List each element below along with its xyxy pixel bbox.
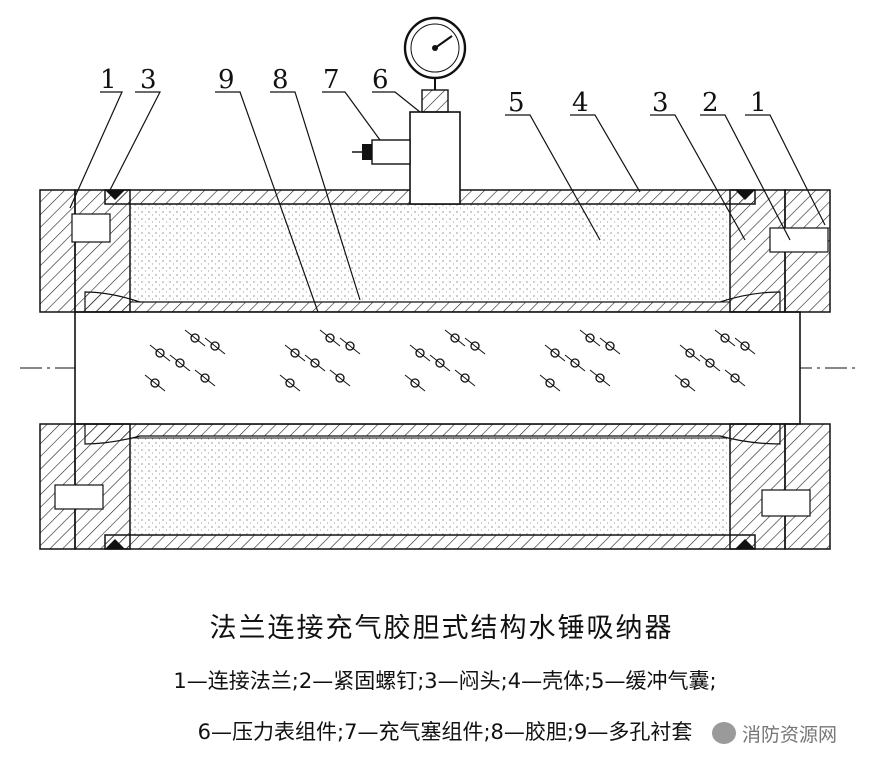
part-label-3-left: 3 <box>140 65 157 95</box>
liner-hole-mark <box>444 329 466 347</box>
liner-hole-mark <box>319 329 341 347</box>
part-label-3-right: 3 <box>652 88 669 118</box>
liner-hole-mark <box>409 344 431 362</box>
liner-hole-mark <box>144 374 166 392</box>
liner-hole-mark <box>539 374 561 392</box>
liner-hole-mark <box>679 344 701 362</box>
liner-hole-mark <box>329 369 351 387</box>
liner-hole-mark <box>194 369 216 387</box>
watermark-text: 消防资源网 <box>742 723 838 746</box>
liner-hole-mark <box>599 337 621 355</box>
liner-hole-mark <box>699 354 721 372</box>
part-label-1-right: 1 <box>750 88 767 118</box>
air-bag-top <box>129 203 731 303</box>
liner-hole-mark <box>579 329 601 347</box>
liner-hole-mark <box>304 354 326 372</box>
liner-hole-mark <box>674 374 696 392</box>
liner-hole-mark <box>714 329 736 347</box>
perforated-liner <box>74 311 801 425</box>
watermark: 消防资源网 <box>712 716 872 750</box>
liner-hole-mark <box>339 337 361 355</box>
gas-charging-plug <box>352 139 411 165</box>
part-label-4: 4 <box>572 88 589 118</box>
liner-hole-mark <box>724 369 746 387</box>
part-label-5: 5 <box>508 88 525 118</box>
liner-hole-mark <box>734 337 756 355</box>
part-label-7: 7 <box>323 65 340 95</box>
part-label-1-left: 1 <box>100 65 117 95</box>
liner-hole-mark <box>204 337 226 355</box>
liner-hole-mark <box>149 344 171 362</box>
liner-hole-mark <box>284 344 306 362</box>
liner-hole-mark <box>184 329 206 347</box>
air-bag-bottom <box>129 437 731 536</box>
liner-hole-mark <box>279 374 301 392</box>
legend-line-2: 6—压力表组件;7—充气塞组件;8—胶胆;9—多孔衬套 <box>197 720 693 744</box>
liner-hole-mark <box>464 337 486 355</box>
liner-hole-mark <box>429 354 451 372</box>
liner-hole-mark <box>544 344 566 362</box>
left-flange <box>39 189 131 550</box>
wechat-logo-icon <box>712 722 736 744</box>
legend-line-1: 1—连接法兰;2—紧固螺钉;3—闷头;4—壳体;5—缓冲气囊; <box>173 669 717 693</box>
liner-hole-mark <box>454 369 476 387</box>
leader-lines <box>69 91 826 313</box>
liner-hole-mark <box>589 369 611 387</box>
right-flange <box>729 189 831 550</box>
part-label-8: 8 <box>272 65 289 95</box>
liner-hole-mark <box>564 354 586 372</box>
part-label-6: 6 <box>372 65 389 95</box>
part-label-2: 2 <box>702 88 719 118</box>
part-labels: 1 3 9 8 7 6 5 4 3 2 1 <box>100 65 767 118</box>
part-label-9: 9 <box>218 65 235 95</box>
shell-bottom-wall <box>104 534 756 550</box>
liner-hole-mark <box>169 354 191 372</box>
pressure-gauge-assembly <box>403 16 467 205</box>
figure-title: 法兰连接充气胶胆式结构水锤吸纳器 <box>209 613 674 644</box>
water-hammer-absorber-diagram: 1 3 9 8 7 6 5 4 3 2 1 <box>20 16 855 550</box>
liner-hole-mark <box>404 374 426 392</box>
liner-holes <box>144 329 756 392</box>
